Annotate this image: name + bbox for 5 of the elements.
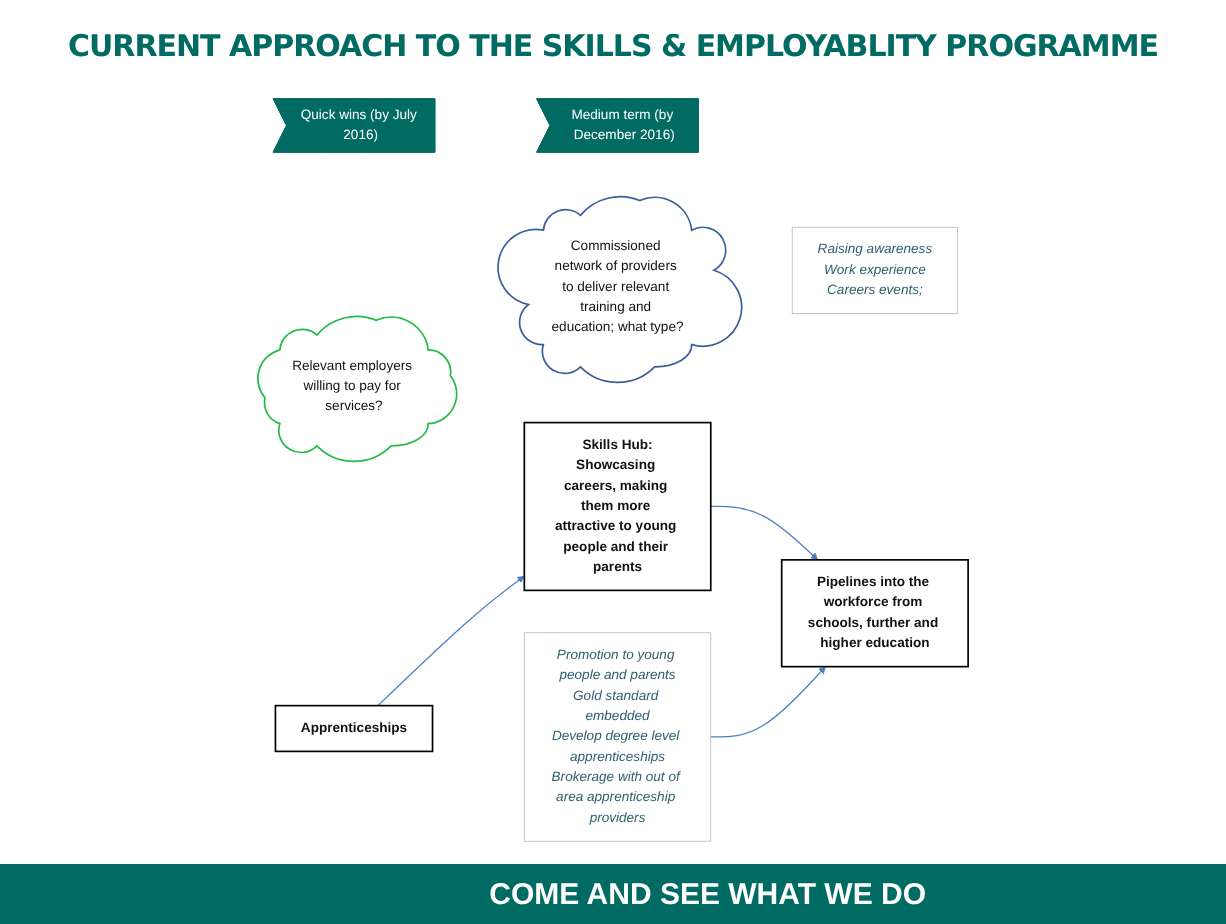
arrow	[377, 575, 525, 707]
arrow	[710, 666, 826, 738]
arrow	[710, 505, 819, 561]
title: CURRENT APPROACH TO THE SKILLS & EMPLOYABLITY PROGRAMME	[65, 26, 1161, 68]
footer-slogan: COME AND SEE WHAT WE DO	[489, 878, 926, 912]
